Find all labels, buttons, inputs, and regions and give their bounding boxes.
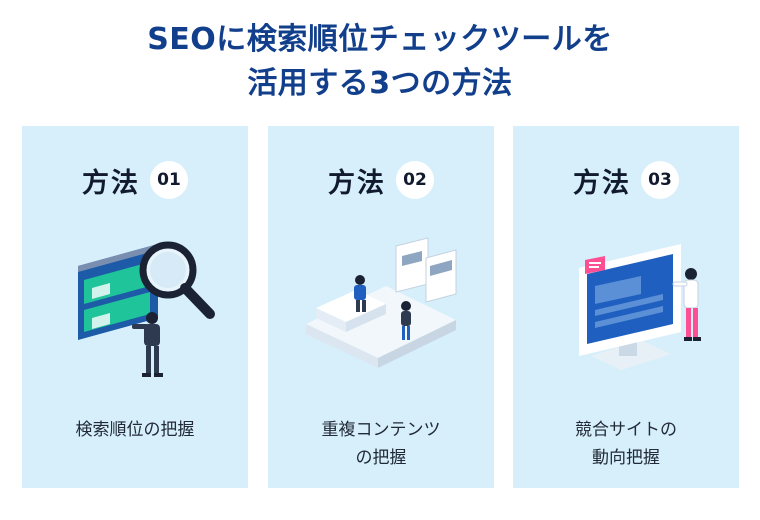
caption-line: 検索順位の把握	[75, 420, 195, 440]
method-heading: 方法 01	[22, 160, 248, 200]
page-title-line-2: 活用する3つの方法	[247, 66, 513, 101]
method-label: 方法	[82, 167, 140, 199]
method-caption: 検索順位の把握	[22, 416, 248, 444]
method-heading: 方法 02	[268, 160, 494, 200]
method-caption: 重複コンテンツ の把握	[268, 416, 494, 472]
method-label: 方法	[573, 167, 631, 199]
method-number-badge: 02	[396, 161, 434, 199]
method-card-2: 方法 02 重複コンテンツ の把握	[268, 126, 494, 488]
method-heading: 方法 03	[513, 160, 739, 200]
monitor-person-illustration	[579, 244, 701, 370]
method-label: 方法	[328, 167, 386, 199]
method-card-3: 方法 03 競合サイトの 動向把握	[513, 126, 739, 488]
page-title-line-1: SEOに検索順位チェックツールを	[147, 22, 613, 57]
method-caption: 競合サイトの 動向把握	[513, 416, 739, 472]
page-title: SEOに検索順位チェックツールを 活用する3つの方法	[0, 18, 760, 106]
magnifier-browser-person-illustration	[78, 241, 215, 377]
method-number-badge: 01	[150, 161, 188, 199]
duplicate-documents-people-illustration	[306, 237, 457, 368]
caption-line: の把握	[355, 448, 407, 468]
caption-line: 重複コンテンツ	[321, 420, 441, 440]
method-card-1: 方法 01 検索順位の把握	[22, 126, 248, 488]
caption-line: 競合サイトの	[575, 420, 677, 440]
method-number-badge: 03	[641, 161, 679, 199]
caption-line: 動向把握	[592, 448, 660, 468]
